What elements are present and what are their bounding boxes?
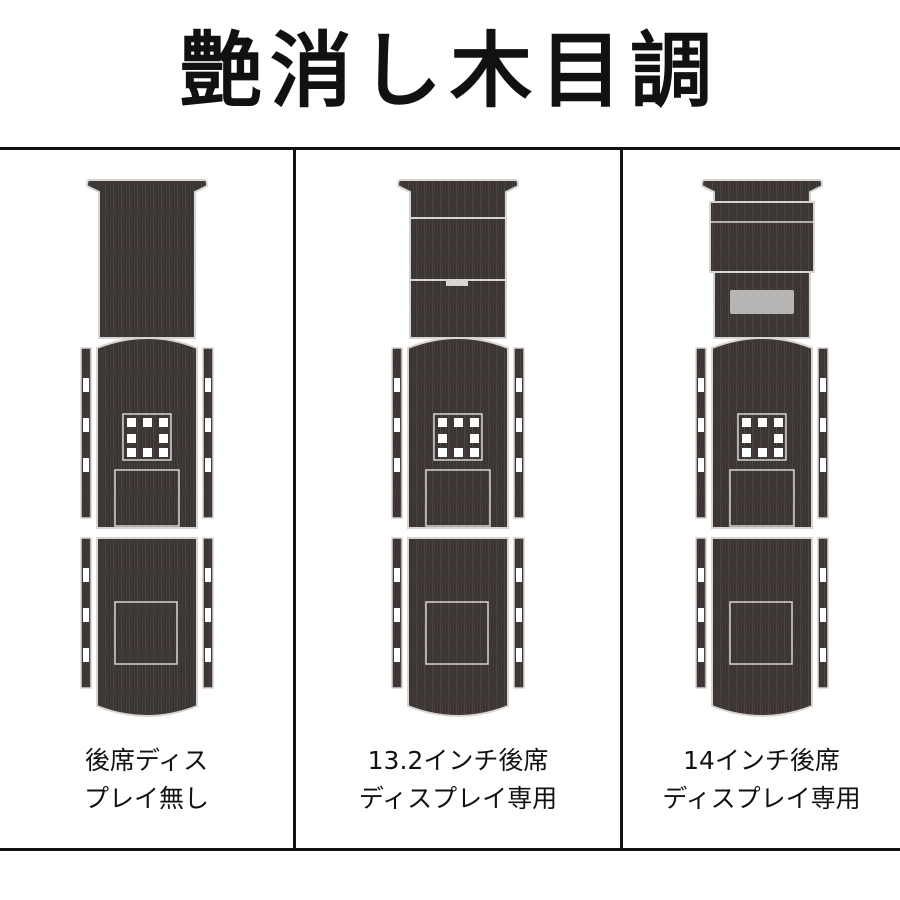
switch-cutout [438, 448, 447, 457]
switch-cutout [757, 448, 767, 457]
switch-cutout [454, 418, 463, 427]
display-bezel [409, 217, 507, 281]
side-strip-slot [394, 458, 400, 472]
cup-holder-lid [113, 469, 180, 527]
switch-cutout [470, 434, 479, 443]
variant-caption: 後席ディス プレイ無し [0, 742, 293, 818]
switch-cutout [126, 418, 136, 427]
switch-cutout [438, 418, 447, 427]
armrest-lid [728, 601, 793, 665]
side-strip-slot [819, 378, 826, 392]
switch-cutout [454, 448, 463, 457]
switch-cutout [126, 448, 136, 457]
side-strip-slot [819, 418, 826, 432]
switch-cutout [773, 448, 783, 457]
caption-line-1: 14インチ後席 [683, 746, 840, 775]
side-strip-slot [516, 378, 522, 392]
side-strip-slot [394, 378, 400, 392]
side-strip [694, 347, 707, 519]
side-strip-slot [204, 608, 211, 622]
switch-cutout [757, 418, 767, 427]
switch-cutout [741, 448, 751, 457]
caption-line-2: プレイ無し [83, 784, 209, 813]
side-strip-slot [819, 608, 826, 622]
side-strip-slot [516, 418, 522, 432]
variant-panel-13-2-inch: 13.2インチ後席 ディスプレイ専用 [296, 150, 620, 848]
side-strip-slot [516, 458, 522, 472]
side-strip-slot [394, 568, 400, 582]
side-strip-slot [697, 378, 704, 392]
switch-cutout [158, 448, 168, 457]
side-strip-slot [819, 648, 826, 662]
side-strip-slot [82, 608, 89, 622]
variant-panel-14-inch: 14インチ後席 ディスプレイ専用 [623, 150, 900, 848]
switch-cutout [470, 418, 479, 427]
side-strip-slot [819, 568, 826, 582]
silver-button-panel [729, 290, 794, 314]
trim-kit-image [79, 179, 214, 717]
side-strip-slot [697, 418, 704, 432]
side-strip-slot [82, 648, 89, 662]
side-strip-slot [394, 608, 400, 622]
bezel-tab [446, 280, 468, 286]
side-strip-slot [82, 458, 89, 472]
side-strip [79, 347, 92, 519]
side-strip [816, 347, 829, 519]
trim-kit-image [391, 179, 525, 717]
side-strip-slot [394, 418, 400, 432]
caption-line-2: ディスプレイ専用 [662, 784, 861, 813]
side-strip-slot [204, 458, 211, 472]
switch-cutout [438, 434, 447, 443]
switch-cutout [158, 418, 168, 427]
bottom-divider [0, 848, 900, 851]
side-strip-slot [204, 378, 211, 392]
side-strip-slot [204, 648, 211, 662]
switch-cutout [741, 418, 751, 427]
switch-cutout [470, 448, 479, 457]
side-strip-slot [394, 648, 400, 662]
side-strip-slot [82, 418, 89, 432]
caption-line-1: 13.2インチ後席 [367, 746, 549, 775]
side-strip [513, 347, 525, 519]
armrest-lid [113, 601, 178, 665]
caption-line-1: 後席ディス [84, 746, 209, 775]
side-strip-slot [82, 378, 89, 392]
side-strip-slot [204, 418, 211, 432]
switch-cutout [773, 434, 783, 443]
side-strip-slot [516, 568, 522, 582]
display-bezel [708, 201, 815, 273]
caption-line-2: ディスプレイ専用 [358, 784, 558, 813]
cup-holder-lid [728, 469, 795, 527]
column-divider-2 [620, 150, 623, 848]
side-strip-slot [516, 608, 522, 622]
variant-caption: 13.2インチ後席 ディスプレイ専用 [296, 742, 620, 818]
page-title: 艶消し木目調 [179, 24, 720, 119]
switch-cutout [126, 434, 136, 443]
switch-cutout [142, 448, 152, 457]
side-strip-slot [204, 568, 211, 582]
cup-holder-lid [425, 469, 491, 527]
side-strip-slot [697, 568, 704, 582]
side-strip [391, 347, 403, 519]
side-strip-slot [697, 608, 704, 622]
side-strip-slot [819, 458, 826, 472]
switch-cutout [142, 418, 152, 427]
side-strip-slot [82, 568, 89, 582]
armrest-lid [425, 601, 489, 665]
side-strip [201, 347, 214, 519]
column-divider-1 [293, 150, 296, 848]
top-trim-piece [85, 179, 208, 339]
switch-cutout [773, 418, 783, 427]
variant-panel-no-display: 後席ディス プレイ無し [0, 150, 293, 848]
side-strip-slot [697, 648, 704, 662]
top-divider [0, 147, 900, 150]
switch-cutout [158, 434, 168, 443]
switch-cutout [741, 434, 751, 443]
side-strip-slot [516, 648, 522, 662]
trim-kit-image [694, 179, 829, 717]
side-strip-slot [697, 458, 704, 472]
variant-caption: 14インチ後席 ディスプレイ専用 [623, 742, 900, 818]
